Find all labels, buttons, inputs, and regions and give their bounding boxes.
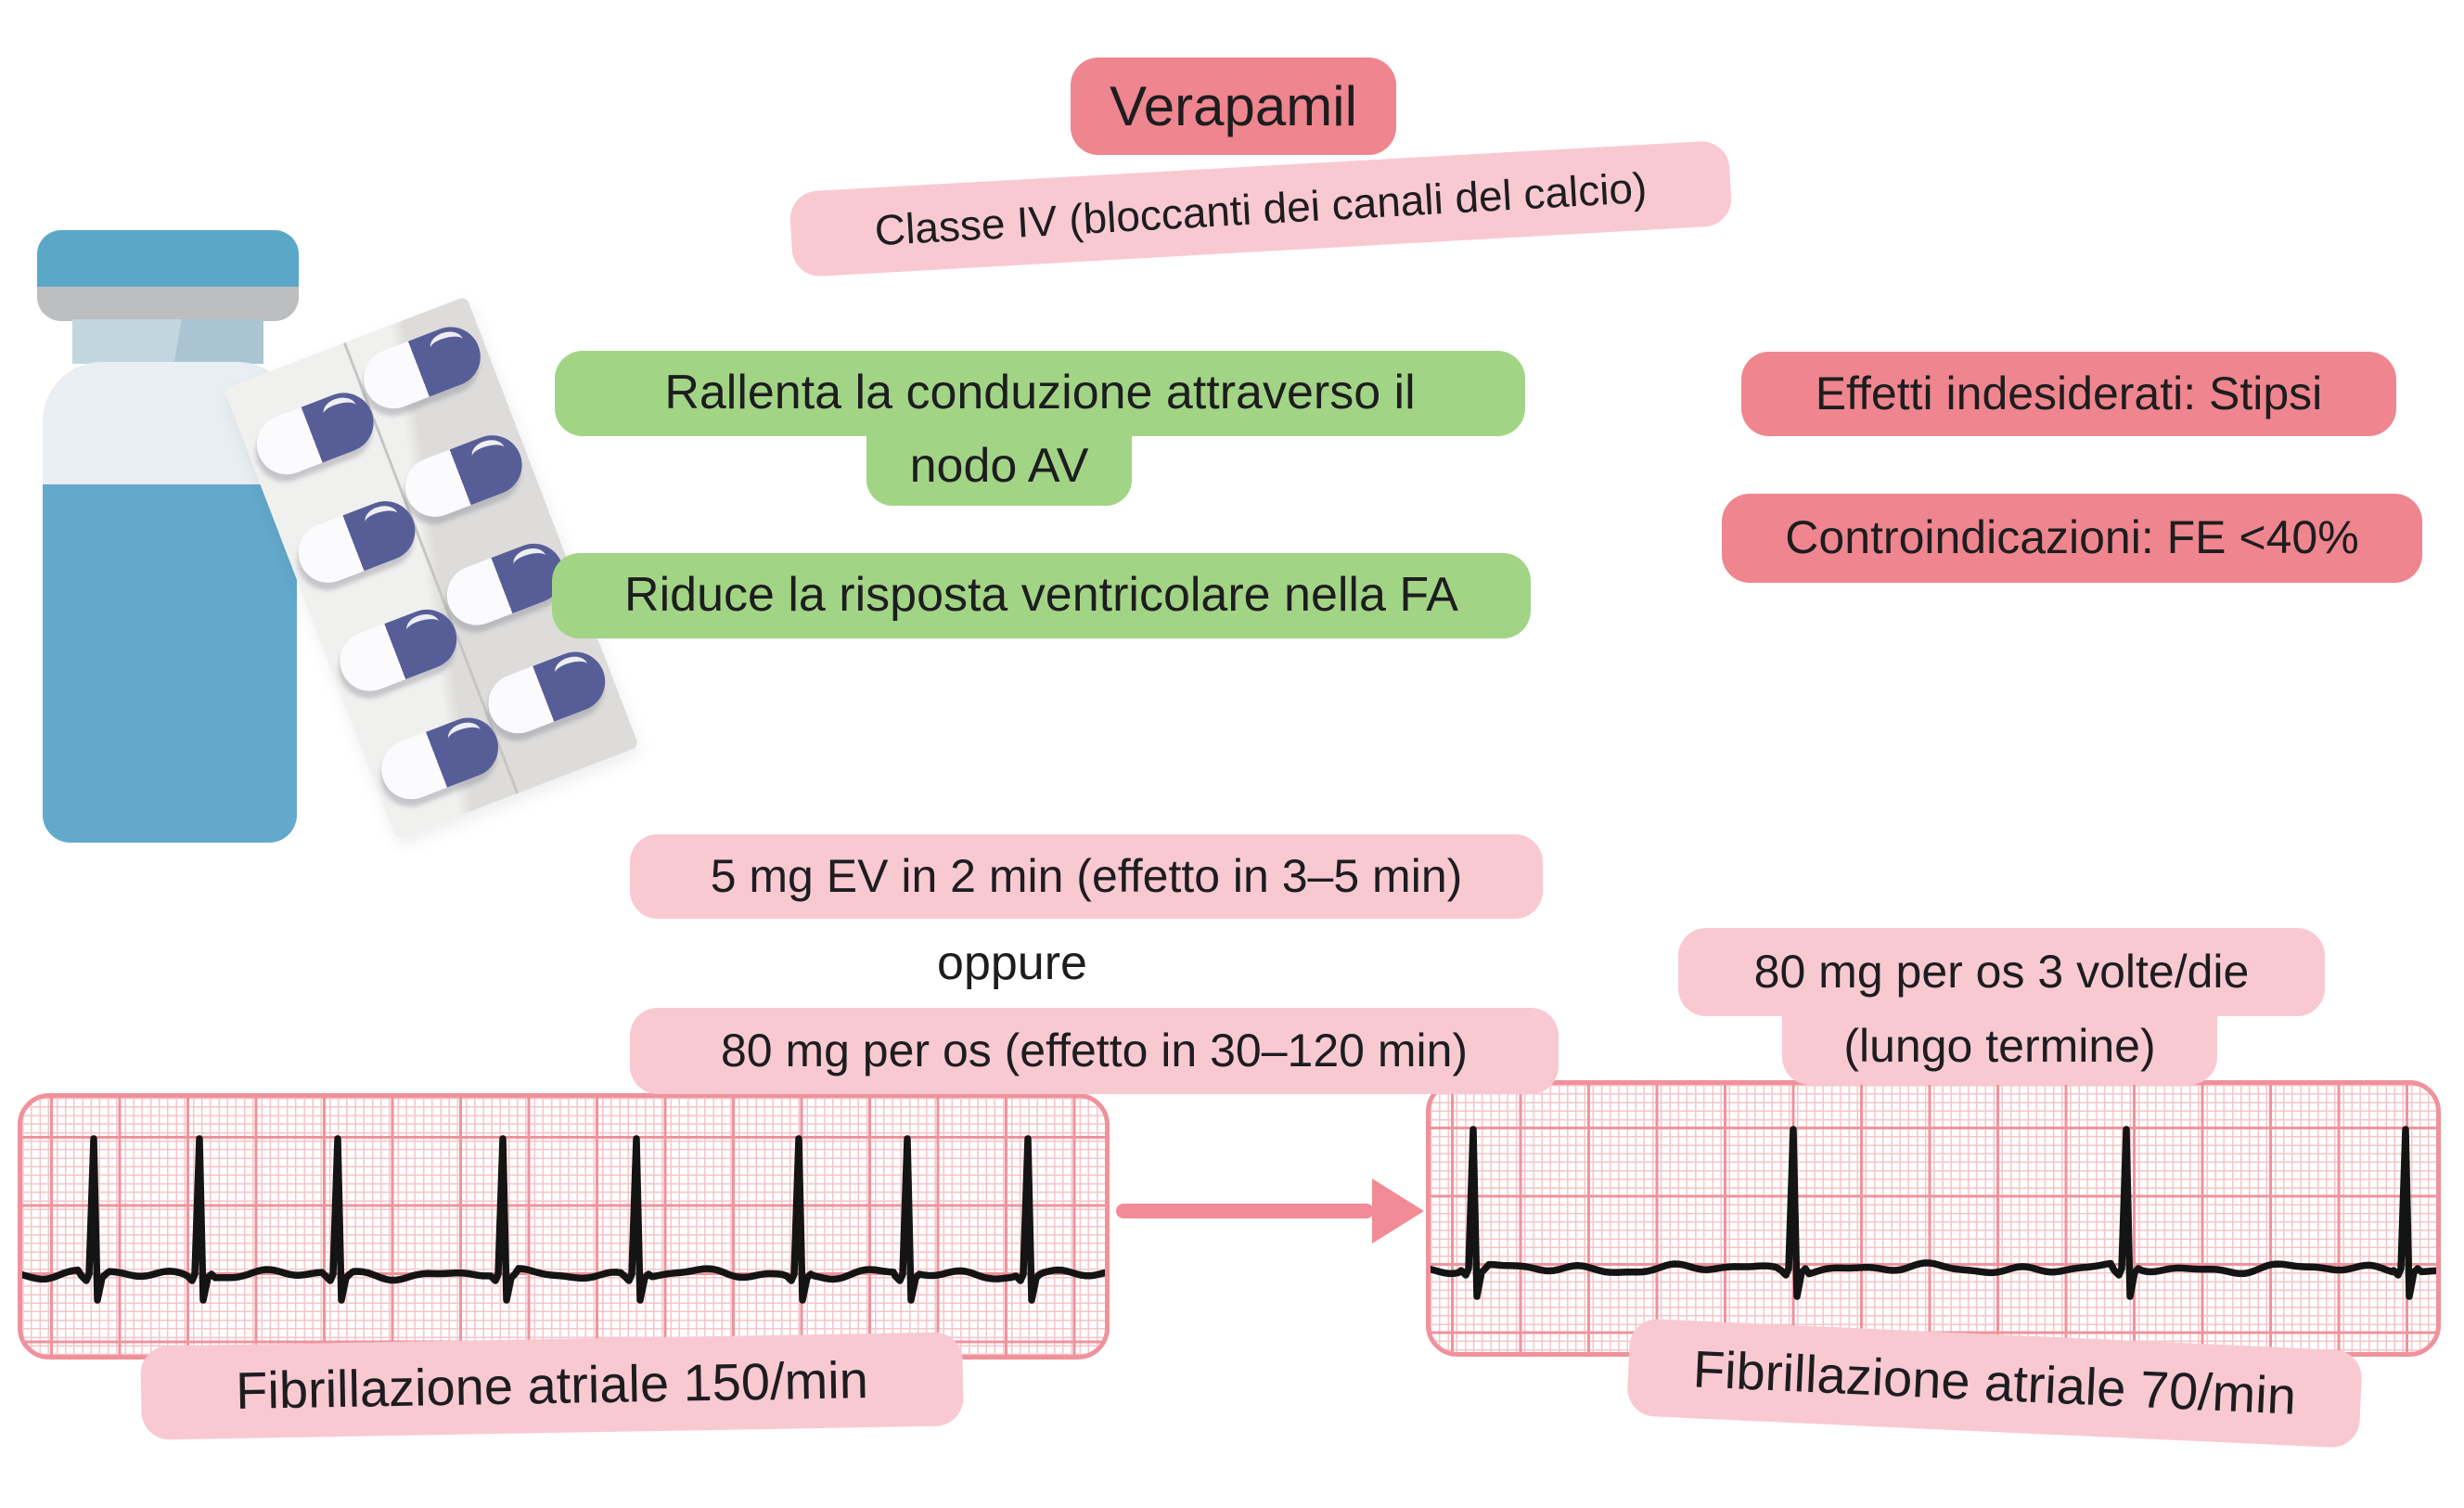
subtitle-box: Classe IV (bloccanti dei canali del calc…: [789, 139, 1733, 278]
dose-oral-box: 80 mg per os (effetto in 30–120 min): [630, 1008, 1559, 1094]
side-effects-text: Effetti indesiderati: Stipsi: [1815, 367, 2323, 419]
ecg-label-after-text: Fibrillazione atriale 70/min: [1691, 1339, 2298, 1426]
capsule-icon: [354, 318, 490, 418]
ecg-strip-before: [18, 1093, 1110, 1360]
mechanism-box-av-tab: nodo AV: [866, 427, 1132, 506]
dose-iv-text: 5 mg EV in 2 min (effetto in 3–5 min): [710, 849, 1463, 902]
maintenance-dose-text: 80 mg per os 3 volte/die: [1753, 945, 2250, 998]
mechanism-box-ventricular: Riduce la risposta ventricolare nella FA: [552, 553, 1531, 638]
capsule-icon: [289, 492, 424, 592]
page-title: Verapamil: [1110, 75, 1357, 137]
capsule-icon: [373, 709, 507, 808]
vial-cap-icon: [37, 230, 299, 321]
ecg-label-before: Fibrillazione atriale 150/min: [140, 1332, 964, 1440]
vial-neck-icon: [72, 319, 263, 364]
capsule-icon: [248, 384, 382, 483]
medication-vial-icon: [37, 230, 301, 844]
ecg-trace-before: [22, 1135, 1105, 1304]
contraindications-box: Controindicazioni: FE <40%: [1722, 494, 2422, 583]
contraindications-text: Controindicazioni: FE <40%: [1785, 511, 2359, 564]
mechanism-av-text: Rallenta la conduzione attraverso il: [664, 366, 1416, 420]
mechanism-box-av: Rallenta la conduzione attraverso il: [555, 351, 1525, 436]
capsule-icon: [331, 600, 466, 700]
dose-conjunction-text: oppure: [937, 936, 1087, 991]
ecg-trace-after: [1431, 1126, 2436, 1300]
treatment-arrow-icon: [1116, 1177, 1424, 1245]
maintenance-dose-text-line2: (lungo termine): [1843, 1019, 2156, 1072]
side-effects-box: Effetti indesiderati: Stipsi: [1741, 352, 2396, 436]
capsule-icon: [396, 426, 531, 526]
maintenance-dose-box-line2: (lungo termine): [1782, 1008, 2217, 1085]
ecg-strip-after: [1426, 1080, 2441, 1357]
title-box: Verapamil: [1071, 58, 1396, 155]
mechanism-ventricular-text: Riduce la risposta ventricolare nella FA: [624, 568, 1458, 623]
ecg-label-before-text: Fibrillazione atriale 150/min: [235, 1350, 869, 1421]
dose-oral-text: 80 mg per os (effetto in 30–120 min): [720, 1024, 1469, 1076]
mechanism-av-text-line2: nodo AV: [909, 438, 1089, 493]
subtitle-text: Classe IV (bloccanti dei canali del calc…: [873, 162, 1649, 254]
dose-iv-box: 5 mg EV in 2 min (effetto in 3–5 min): [630, 834, 1543, 919]
capsule-icon: [480, 643, 614, 742]
maintenance-dose-box: 80 mg per os 3 volte/die: [1678, 928, 2325, 1016]
